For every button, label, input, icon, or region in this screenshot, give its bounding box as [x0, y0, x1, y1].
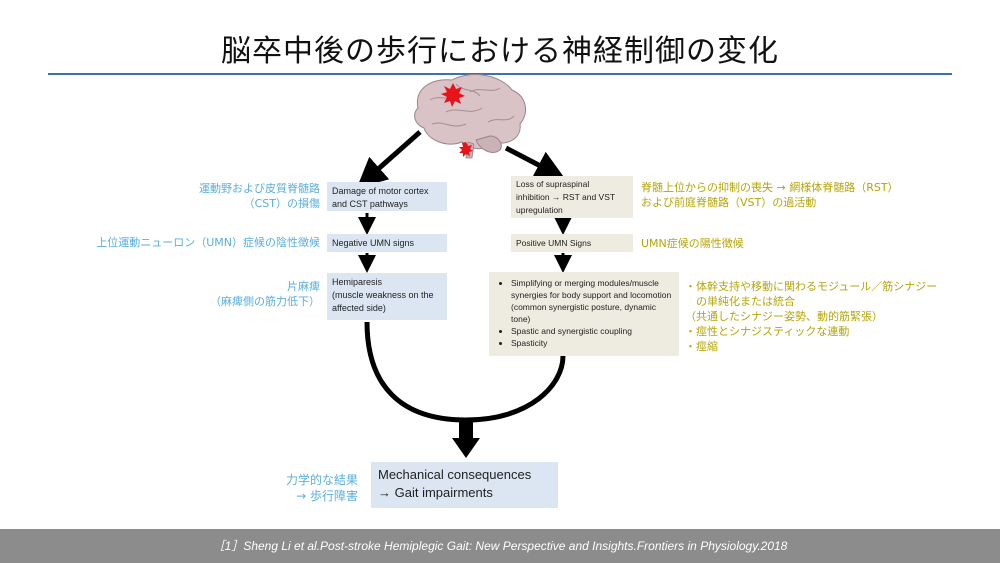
loss-box-line: upregulation — [516, 205, 563, 215]
positive-signs-label: UMN症候の陽性徴候 — [641, 237, 744, 250]
negative-signs-box: Negative UMN signs — [327, 234, 447, 252]
mechanical-box: Mechanical consequences → Gait impairmen… — [371, 462, 558, 508]
damage-box: Damage of motor cortex and CST pathways — [327, 182, 447, 211]
synergy-box: Simplifying or merging modules/muscle sy… — [489, 272, 679, 356]
synergy-label-line: ・痙縮 — [685, 340, 718, 353]
synergy-label-line: （共通したシナジー姿勢、動的筋緊張） — [685, 310, 883, 323]
synergy-list: Simplifying or merging modules/muscle sy… — [493, 277, 675, 349]
synergy-label-line: ・体幹支持や移動に関わるモジュール／筋シナジー — [685, 280, 938, 293]
loss-box-line: inhibition → RST and VST — [516, 192, 616, 202]
loss-inhibition-box: Loss of supraspinal inhibition → RST and… — [511, 176, 633, 218]
lesion-star-icon — [441, 83, 465, 107]
damage-label: 運動野および皮質脊髄路 （CST）の損傷 — [150, 181, 320, 211]
reference-text: ［1］Sheng Li et al.Post-stroke Hemiplegic… — [212, 539, 788, 553]
slide-title: 脳卒中後の歩行における神経制御の変化 — [221, 34, 779, 69]
mechanical-label-line: 力学的な結果 — [285, 473, 358, 487]
loss-label-line: 脊髄上位からの抑制の喪失 → 網様体脊髄路（RST） — [641, 181, 899, 194]
mechanical-label: 力学的な結果 → 歩行障害 — [250, 472, 358, 504]
negative-signs-label: 上位運動ニューロン（UMN）症候の陰性徴候 — [96, 236, 320, 249]
positive-signs-box: Positive UMN Signs — [511, 234, 633, 252]
mechanical-box-line: Mechanical consequences — [378, 467, 532, 482]
synergy-item: Spasticity — [511, 337, 675, 349]
loss-box-line: Loss of supraspinal — [516, 179, 590, 189]
hemiparesis-label: 片麻痺 （麻痺側の筋力低下） — [180, 279, 320, 309]
mechanical-label-line: → 歩行障害 — [296, 489, 358, 503]
damage-box-line: and CST pathways — [332, 199, 408, 209]
hemiparesis-label-line: （麻痺側の筋力低下） — [210, 295, 320, 308]
reference-bar — [0, 529, 1000, 563]
synergy-item: Spastic and synergistic coupling — [511, 325, 675, 337]
damage-label-line: （CST）の損傷 — [243, 197, 320, 210]
damage-box-line: Damage of motor cortex — [332, 186, 429, 196]
loss-inhibition-label: 脊髄上位からの抑制の喪失 → 網様体脊髄路（RST） および前庭脊髄路（VST）… — [641, 180, 961, 210]
loss-label-line: および前庭脊髄路（VST）の過活動 — [641, 196, 817, 209]
mechanical-box-line: → Gait impairments — [378, 485, 493, 500]
hemiparesis-box: Hemiparesis (muscle weakness on the affe… — [327, 273, 447, 320]
title-underline — [48, 73, 952, 75]
hemiparesis-label-line: 片麻痺 — [287, 280, 320, 293]
synergy-label: ・体幹支持や移動に関わるモジュール／筋シナジー の単純化または統合 （共通したシ… — [685, 279, 985, 354]
damage-label-line: 運動野および皮質脊髄路 — [199, 182, 320, 195]
hemiparesis-box-line: (muscle weakness on the — [332, 290, 434, 300]
hemiparesis-box-line: Hemiparesis — [332, 277, 383, 287]
lesion-star-icon — [459, 142, 473, 157]
synergy-label-line: の単純化または統合 — [685, 295, 795, 308]
synergy-label-line: ・痙性とシナジスティックな連動 — [685, 325, 850, 338]
hemiparesis-box-line: affected side) — [332, 303, 386, 313]
synergy-item: Simplifying or merging modules/muscle sy… — [511, 277, 675, 325]
